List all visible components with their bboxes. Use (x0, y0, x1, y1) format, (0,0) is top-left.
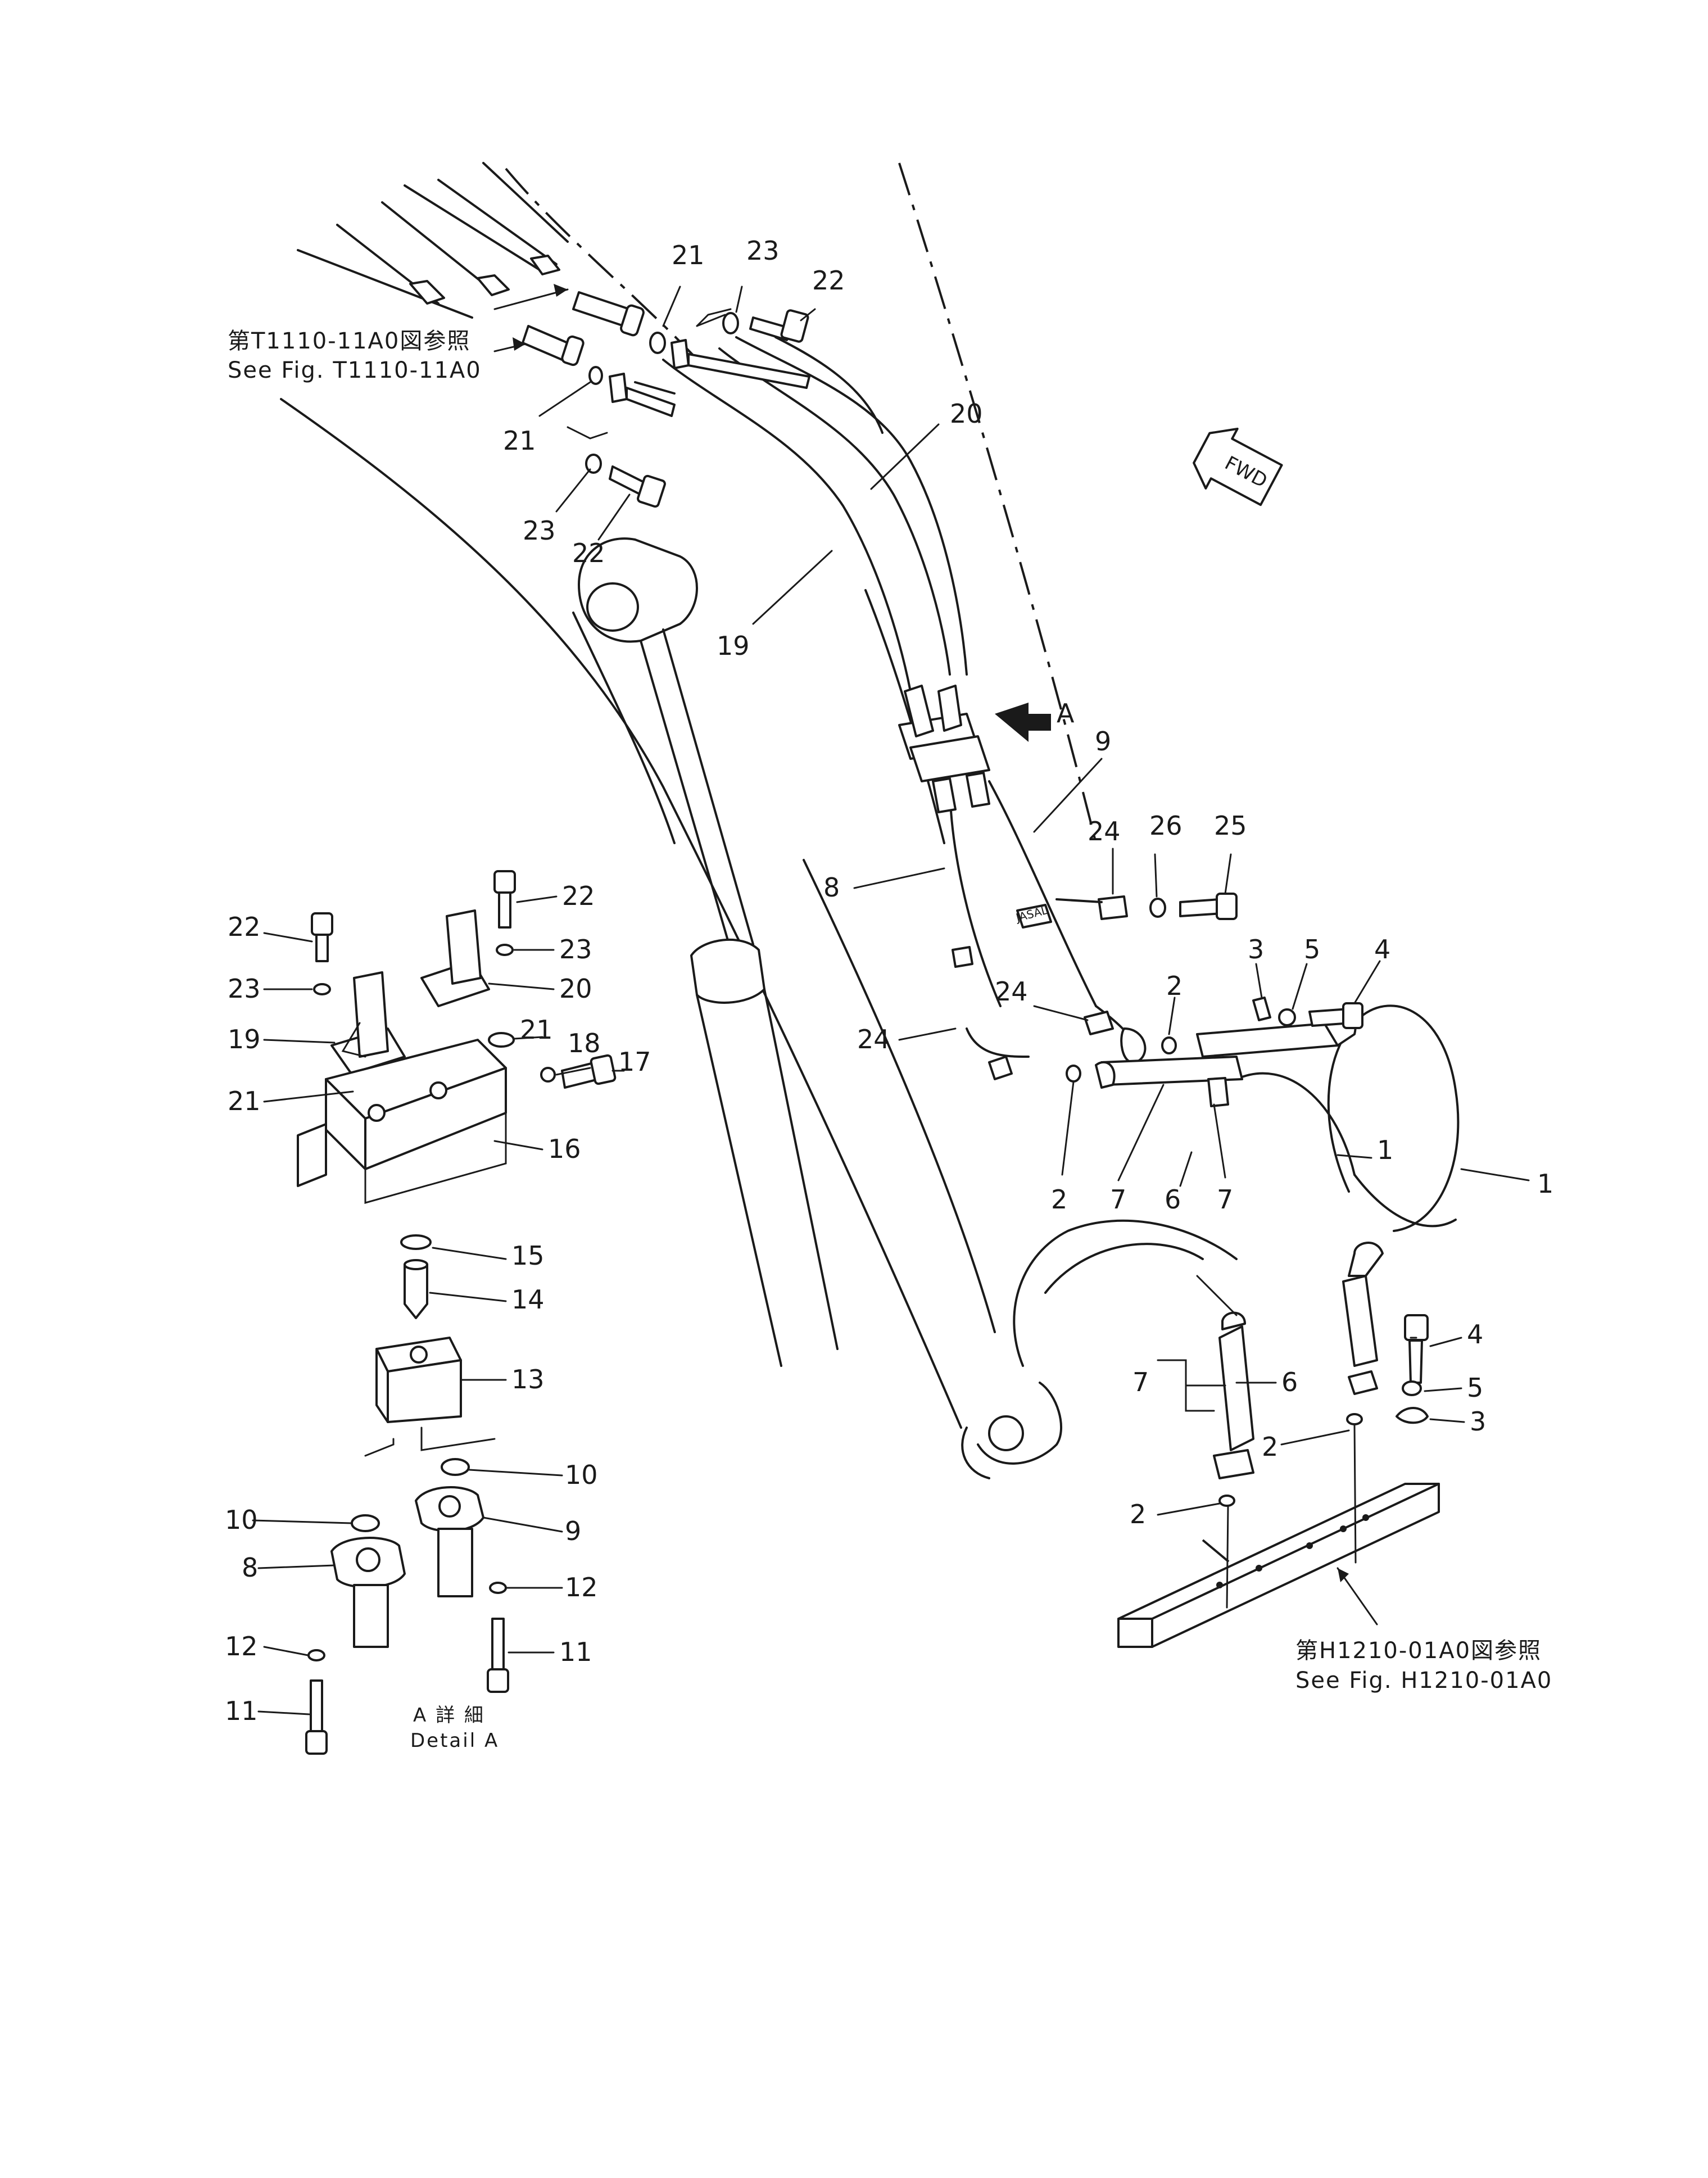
callout-20: 20 (950, 399, 983, 429)
callout-numbers: 21 23 22 21 23 22 20 19 9 8 24 26 25 3 5… (225, 236, 1553, 1726)
lower-right-bolts (1218, 1314, 1429, 1507)
callout-5: 5 (1304, 934, 1320, 965)
callout-23: 23 (559, 934, 592, 965)
boom-outline (280, 162, 1238, 1569)
ref-top-jp: 第T1110-11A0図参照 (228, 328, 470, 354)
swivel-hose-assemblies (1066, 997, 1363, 1107)
callout-2: 2 (1262, 1432, 1278, 1462)
callout-26: 26 (1149, 810, 1183, 841)
detail-a-assembly (297, 870, 617, 1755)
callout-22: 22 (812, 265, 845, 296)
frame-bar (1117, 1483, 1440, 1648)
callout-12: 12 (225, 1631, 258, 1661)
callout-12: 12 (565, 1572, 598, 1602)
callout-6: 6 (1165, 1184, 1181, 1215)
callout-22: 22 (228, 912, 261, 942)
boom-cylinder (578, 537, 839, 1367)
callout-10: 10 (225, 1505, 258, 1535)
reference-arrows-top (493, 284, 569, 352)
callout-20: 20 (559, 973, 592, 1004)
hose-lines (634, 336, 1136, 1058)
callout-4: 4 (1467, 1319, 1483, 1350)
callout-4: 4 (1374, 934, 1390, 965)
callout-19: 19 (228, 1024, 261, 1054)
callout-13: 13 (511, 1364, 545, 1394)
callout-24: 24 (857, 1024, 890, 1054)
callout-17: 17 (618, 1047, 651, 1077)
callout-8: 8 (242, 1552, 258, 1583)
callout-11: 11 (225, 1696, 258, 1726)
arm-end-lines (297, 162, 569, 319)
callout-22: 22 (562, 881, 595, 911)
callout-7: 7 (1132, 1367, 1149, 1397)
callout-2: 2 (1051, 1184, 1067, 1215)
callout-9: 9 (565, 1516, 581, 1546)
vertical-swivel-right (1342, 1242, 1384, 1395)
view-arrow-a (995, 703, 1051, 742)
callout-21: 21 (672, 240, 705, 270)
bucket-link-plate (1235, 1004, 1460, 1232)
callout-7: 7 (1110, 1184, 1126, 1215)
callout-10: 10 (565, 1460, 598, 1490)
callout-23: 23 (746, 236, 780, 266)
callout-8: 8 (823, 872, 840, 903)
callout-21: 21 (520, 1015, 553, 1045)
top-pipe-fittings (522, 291, 810, 508)
ref-bottom-en: See Fig. H1210-01A0 (1295, 1668, 1552, 1694)
detail-label-jp: A 詳 細 (413, 1704, 485, 1727)
callout-16: 16 (548, 1134, 581, 1164)
callout-23: 23 (523, 515, 556, 546)
callout-3: 3 (1248, 934, 1264, 965)
callout-1: 1 (1537, 1169, 1553, 1199)
callout-11: 11 (559, 1637, 592, 1667)
callout-23: 23 (228, 973, 261, 1004)
callout-3: 3 (1470, 1406, 1486, 1437)
callout-21: 21 (503, 425, 536, 456)
callout-21: 21 (228, 1086, 261, 1116)
callout-18: 18 (568, 1028, 601, 1058)
callout-2: 2 (1166, 971, 1183, 1001)
fwd-arrow-icon: FWD (1193, 427, 1283, 506)
callout-5: 5 (1467, 1373, 1483, 1403)
callout-6: 6 (1281, 1367, 1298, 1397)
view-marker-a: A (1057, 698, 1075, 728)
callout-15: 15 (511, 1240, 545, 1271)
callout-24: 24 (995, 976, 1028, 1007)
ref-bottom-jp: 第H1210-01A0図参照 (1295, 1638, 1542, 1664)
callout-19: 19 (717, 631, 750, 661)
clamp-and-bolt-cluster (952, 893, 1238, 1080)
callout-25: 25 (1214, 810, 1247, 841)
detail-label-en: Detail A (410, 1729, 499, 1752)
hose-clamp-block (898, 685, 990, 813)
callout-22: 22 (572, 538, 605, 568)
callout-1: 1 (1377, 1135, 1393, 1165)
ref-top-en: See Fig. T1110-11A0 (228, 357, 482, 383)
vertical-swivel-left (1213, 1311, 1254, 1479)
callout-2: 2 (1130, 1499, 1146, 1529)
callout-9: 9 (1095, 726, 1111, 757)
callout-14: 14 (511, 1284, 545, 1315)
callout-7: 7 (1217, 1184, 1233, 1215)
leader-lines (252, 286, 1530, 1715)
callout-24: 24 (1088, 816, 1121, 846)
